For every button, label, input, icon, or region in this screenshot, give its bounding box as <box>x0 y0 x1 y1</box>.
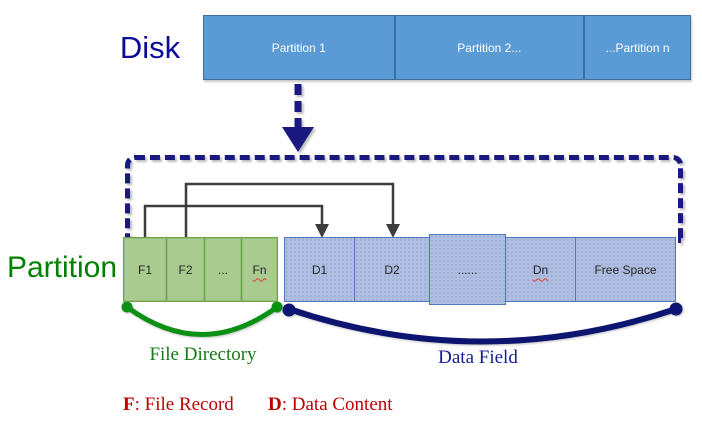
legend-d-text: : Data Content <box>281 394 393 415</box>
disk-segment-partition-n: ...Partition n <box>583 16 690 79</box>
file-cell-f2: F2 <box>166 237 205 302</box>
caption-data-field: Data Field <box>438 347 518 368</box>
legend-d-key: D <box>268 394 282 415</box>
file-cell-f1: F1 <box>123 237 167 302</box>
partition-section-label: Partition <box>6 251 118 284</box>
legend-f-key: F <box>123 394 135 415</box>
expand-arrow-icon <box>282 84 314 152</box>
data-cell-free-space: Free Space <box>575 237 676 302</box>
disk-bar: Partition 1 Partition 2... ...Partition … <box>203 15 691 80</box>
partition-region-outline <box>125 155 683 243</box>
disk-segment-partition-1: Partition 1 <box>271 40 326 55</box>
caption-file-directory: File Directory <box>149 344 257 365</box>
disk-segment-partition-2: Partition 2... <box>393 16 584 79</box>
file-directory-brace <box>121 301 283 337</box>
data-cell-d2: D2 <box>354 237 430 302</box>
data-cell-dn: Dn <box>532 262 549 277</box>
data-field-cells: D1 D2 ...... Dn Free Space <box>284 234 676 305</box>
file-cell-fn: Fn <box>252 262 267 277</box>
data-cell-d1: D1 <box>284 237 355 302</box>
file-directory-cells: F1 F2 ... Fn <box>123 237 278 302</box>
disk-section-label: Disk <box>119 30 181 65</box>
data-field-brace <box>282 302 683 345</box>
legend-f-text: : File Record <box>134 394 234 415</box>
data-cell-ellipsis: ...... <box>429 234 506 305</box>
legend-file-record: F: File Record <box>123 394 234 416</box>
file-cell-ellipsis: ... <box>204 237 242 302</box>
legend-data-content: D: Data Content <box>268 394 393 416</box>
